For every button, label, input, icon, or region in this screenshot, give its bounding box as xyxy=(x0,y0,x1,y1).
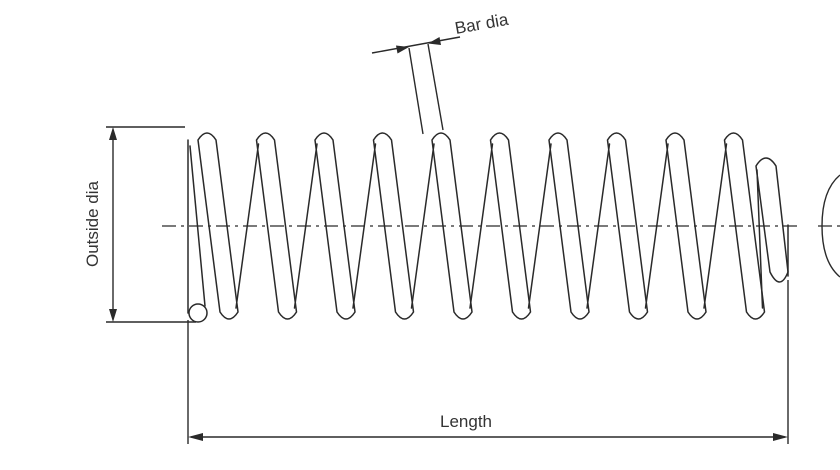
bar-dia-arrow-left xyxy=(396,45,409,54)
spring-end-view-partial xyxy=(821,174,840,278)
bar-dia-label: Bar dia xyxy=(453,10,510,38)
outside-dia-arrow-top xyxy=(109,127,117,140)
spring-coil-front xyxy=(723,132,766,320)
length-label: Length xyxy=(440,412,492,431)
outside-dia-label: Outside dia xyxy=(83,180,102,267)
spring-coil-front xyxy=(548,132,590,320)
spring-coil-front xyxy=(489,132,532,320)
length-arrow-left xyxy=(188,433,203,441)
spring-coil-back xyxy=(527,143,552,309)
spring-coil-front xyxy=(606,132,649,320)
spring-coil-back xyxy=(756,169,764,309)
spring-coil-front xyxy=(431,132,473,320)
bar-dia-dimension-line xyxy=(371,36,461,54)
spring-coil-front xyxy=(255,132,298,320)
length-dimension: Length xyxy=(187,280,789,444)
bar-dia-arrow-right xyxy=(428,37,441,45)
bar-dia-extension-right xyxy=(427,43,444,131)
spring-coil-front xyxy=(197,132,239,320)
spring-coil-front xyxy=(314,132,356,320)
length-arrow-right xyxy=(773,433,788,441)
outside-dia-dimension: Outside dia xyxy=(83,126,196,323)
bar-dia-dimension: Bar dia xyxy=(371,10,510,135)
spring-coil-back xyxy=(410,143,435,309)
spring-left-end-cross-section xyxy=(188,303,208,323)
spring-coil-back xyxy=(469,143,494,309)
outside-dia-arrow-bottom xyxy=(109,309,117,322)
bar-dia-extension-left xyxy=(408,47,424,135)
coil-spring xyxy=(187,132,789,323)
spring-coil-front xyxy=(665,132,707,320)
spring-coil-front xyxy=(372,132,415,320)
